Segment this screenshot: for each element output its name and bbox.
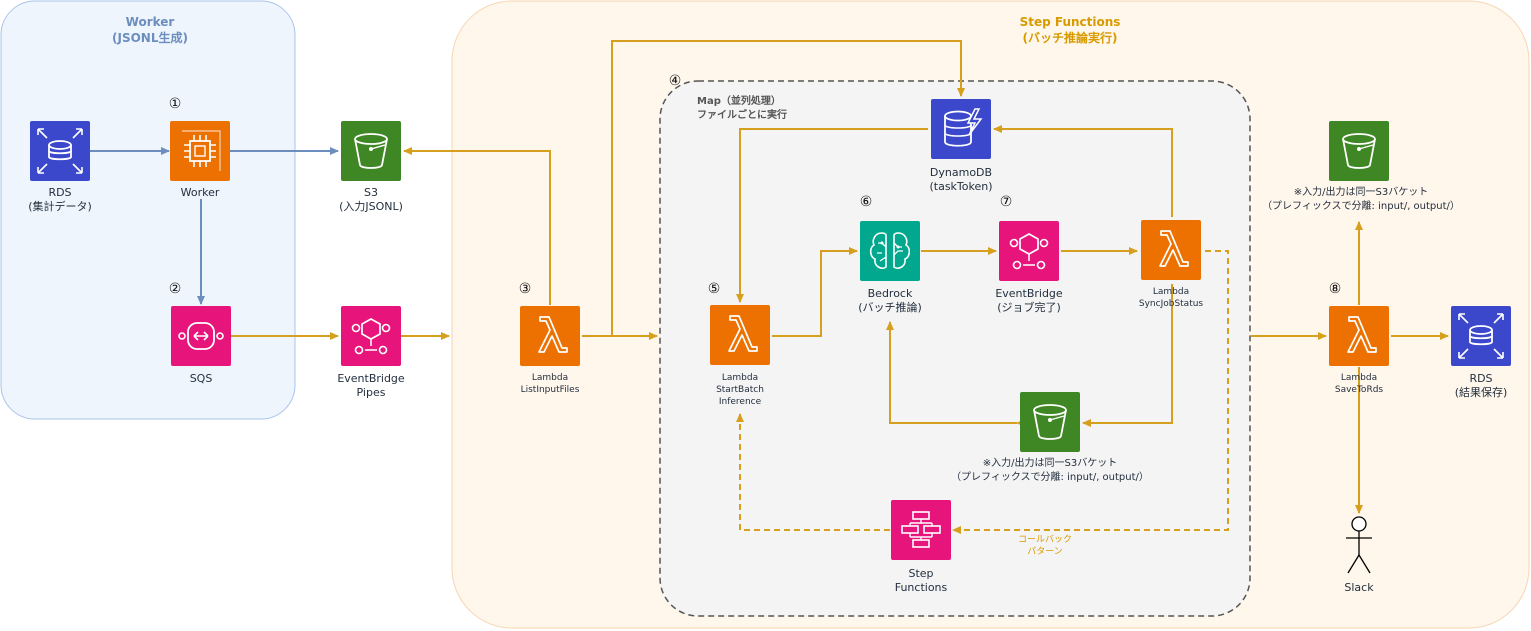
edge-callback-stepfn-to-start bbox=[736, 413, 890, 531]
stepfunctions-icon bbox=[901, 511, 941, 548]
stepfunctions-label: Step Functions bbox=[894, 567, 948, 594]
dynamodb-label: DynamoDB (taskToken) bbox=[929, 166, 993, 193]
lambda-startbatchinference-label: Lambda StartBatch Inference bbox=[716, 373, 764, 407]
worker-group-title: Worker (JSONL生成) bbox=[112, 15, 188, 45]
bedrock-icon bbox=[869, 232, 911, 269]
edge-callback-sync-to-stepfn bbox=[952, 250, 1229, 534]
bedrock-node[interactable] bbox=[860, 221, 920, 281]
lambda-syncjobstatus-label: Lambda SyncJobStatus bbox=[1138, 287, 1204, 309]
edge-s3mid-bedrock-bidir bbox=[886, 321, 1025, 427]
step-number-2: ② bbox=[168, 281, 182, 297]
dynamodb-node[interactable] bbox=[931, 99, 991, 159]
step-number-4: ④ bbox=[668, 73, 682, 89]
ec2-icon bbox=[182, 130, 221, 171]
edge-start-to-bedrock bbox=[772, 247, 858, 337]
map-group-title: Map（並列処理） ファイルごとに実行 bbox=[697, 96, 787, 121]
lambda-icon bbox=[728, 315, 758, 352]
rds-source-label: RDS (集計データ) bbox=[28, 186, 92, 213]
step-number-3: ③ bbox=[518, 281, 532, 297]
stepfunctions-group-title: Step Functions (バッチ推論実行) bbox=[1019, 15, 1121, 45]
bedrock-label: Bedrock (バッチ推論) bbox=[858, 287, 922, 314]
lambda-icon bbox=[1347, 316, 1377, 353]
s3-output-bucket-node[interactable] bbox=[1329, 121, 1389, 181]
rds-icon bbox=[37, 128, 83, 174]
actor-icon bbox=[1346, 516, 1372, 574]
rds-result-label: RDS (結果保存) bbox=[1454, 372, 1508, 399]
eventbridge-icon bbox=[351, 318, 391, 355]
s3-input-label: S3 (入力JSONL) bbox=[339, 186, 403, 213]
dynamodb-icon bbox=[944, 108, 983, 147]
lambda-savetords-node[interactable] bbox=[1329, 306, 1389, 366]
stepfunctions-node[interactable] bbox=[891, 500, 951, 560]
s3-bucket-icon bbox=[1033, 404, 1067, 440]
lambda-icon bbox=[538, 316, 568, 353]
rds-result-node[interactable] bbox=[1451, 306, 1511, 366]
worker-label: Worker bbox=[180, 186, 220, 199]
eventbridge-node[interactable] bbox=[999, 221, 1059, 281]
edge-listfiles-to-s3 bbox=[403, 147, 551, 305]
sqs-label: SQS bbox=[189, 372, 213, 385]
s3-bucket-icon bbox=[354, 133, 388, 169]
step-number-5: ⑤ bbox=[707, 281, 721, 297]
s3-bucket-icon bbox=[1342, 133, 1376, 169]
edge-sync-to-dynamodb bbox=[993, 125, 1173, 217]
callback-pattern-note: コールバック パターン bbox=[1017, 535, 1072, 557]
s3-shared-bucket-note: ※入力/出力は同一S3バケット （プレフィックスで分離: input/, out… bbox=[951, 458, 1149, 483]
eventbridge-label: EventBridge (ジョブ完了) bbox=[995, 287, 1063, 314]
edge-listfiles-to-dynamodb bbox=[582, 40, 965, 337]
lambda-listinputfiles-label: Lambda ListInputFiles bbox=[520, 373, 580, 395]
eventbridge-icon bbox=[1009, 233, 1049, 270]
step-number-1: ① bbox=[168, 96, 182, 112]
lambda-startbatchinference-node[interactable] bbox=[710, 305, 770, 365]
step-number-7: ⑦ bbox=[999, 194, 1013, 210]
s3-input-node[interactable] bbox=[341, 121, 401, 181]
rds-source-node[interactable] bbox=[30, 121, 90, 181]
lambda-icon bbox=[1159, 230, 1189, 267]
edge-dynamodb-to-start bbox=[736, 128, 928, 303]
lambda-syncjobstatus-node[interactable] bbox=[1141, 220, 1201, 280]
step-number-6: ⑥ bbox=[859, 194, 873, 210]
eventbridge-pipes-node[interactable] bbox=[341, 306, 401, 366]
edge-sync-to-s3mid bbox=[1082, 284, 1173, 427]
eventbridge-pipes-label: EventBridge Pipes bbox=[337, 372, 405, 399]
s3-output-bucket-note: ※入力/出力は同一S3バケット （プレフィックスで分離: input/, out… bbox=[1262, 187, 1460, 212]
rds-icon bbox=[1458, 313, 1504, 359]
lambda-savetords-label: Lambda SaveToRds bbox=[1334, 373, 1384, 395]
lambda-listinputfiles-node[interactable] bbox=[520, 306, 580, 366]
slack-label: Slack bbox=[1344, 581, 1374, 594]
worker-node[interactable] bbox=[170, 121, 230, 181]
sqs-icon bbox=[178, 322, 224, 350]
s3-shared-bucket-node[interactable] bbox=[1020, 392, 1080, 452]
sqs-node[interactable] bbox=[171, 306, 231, 366]
step-number-8: ⑧ bbox=[1328, 281, 1342, 297]
